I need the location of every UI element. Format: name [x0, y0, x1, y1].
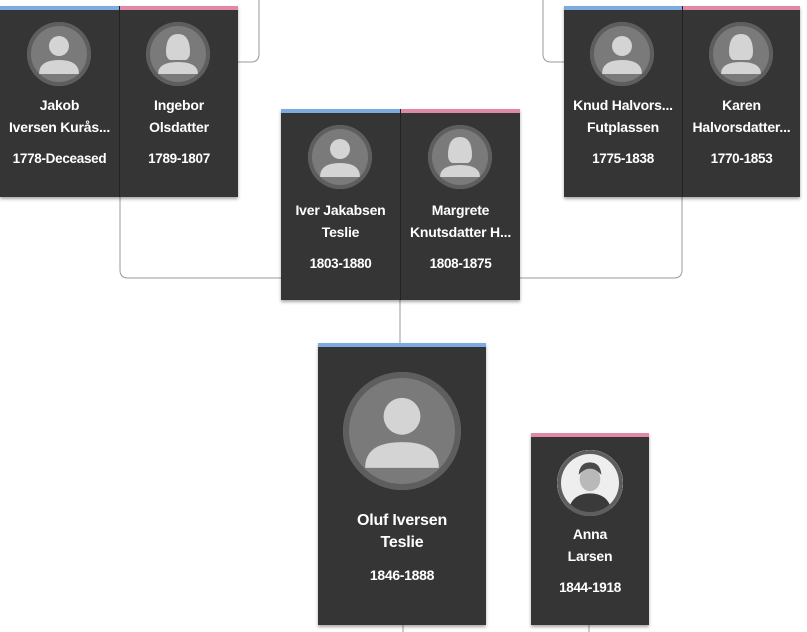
name-line-2: Knutsdatter H...: [409, 224, 512, 240]
name-line-2: Olsdatter: [149, 119, 209, 135]
person-card-karen[interactable]: Karen Halvorsdatter... 1770-1853: [683, 6, 800, 197]
person-card-iver[interactable]: Iver Jakabsen Teslie 1803-1880: [281, 109, 400, 300]
person-name: Oluf Iversen Teslie: [320, 510, 484, 554]
name-line-2: Teslie: [380, 534, 424, 551]
person-name: Karen Halvorsdatter...: [685, 94, 798, 138]
male-silhouette-icon: [27, 22, 91, 86]
life-years: 1808-1875: [429, 256, 492, 271]
name-line-2: Larsen: [567, 548, 613, 564]
name-line-2: Halvorsdatter...: [692, 119, 791, 135]
name-line-1: Knud Halvors...: [573, 97, 673, 113]
card-divider: [400, 109, 401, 300]
life-years: 1778-Deceased: [12, 151, 107, 166]
couple-card-knud-karen: Knud Halvors... Futplassen 1775-1838 Kar…: [564, 6, 800, 197]
life-years: 1775-1838: [592, 151, 654, 166]
life-years: 1844-1918: [559, 580, 621, 595]
life-years: 1846-1888: [369, 567, 435, 583]
person-name: Ingebor Olsdatter: [122, 94, 236, 138]
name-line-1: Iver Jakabsen: [295, 202, 386, 218]
card-divider: [119, 6, 120, 197]
male-silhouette-icon: [590, 22, 654, 86]
couple-card-iver-margrete: Iver Jakabsen Teslie 1803-1880 Margrete …: [281, 109, 520, 300]
person-card-anna[interactable]: Anna Larsen 1844-1918: [531, 433, 649, 625]
female-silhouette-icon: [428, 125, 492, 189]
male-silhouette-icon: [343, 372, 461, 490]
person-card-jakob[interactable]: Jakob Iversen Kurås... 1778-Deceased: [0, 6, 119, 197]
female-silhouette-icon: [709, 22, 773, 86]
name-line-1: Jakob: [39, 97, 80, 113]
name-line-2: Futplassen: [587, 119, 659, 135]
name-line-2: Iversen Kurås...: [8, 119, 111, 135]
name-line-1: Oluf Iversen: [356, 512, 448, 529]
female-silhouette-icon: [146, 22, 210, 86]
person-card-ingebor[interactable]: Ingebor Olsdatter 1789-1807: [120, 6, 238, 197]
male-silhouette-icon: [308, 125, 372, 189]
couple-card-jakob-ingebor: Jakob Iversen Kurås... 1778-Deceased Ing…: [0, 6, 238, 197]
person-name: Anna Larsen: [533, 523, 647, 567]
person-card-knud[interactable]: Knud Halvors... Futplassen 1775-1838: [564, 6, 682, 197]
life-years: 1803-1880: [309, 256, 372, 271]
person-name: Iver Jakabsen Teslie: [283, 199, 398, 243]
portrait-photo: [557, 450, 623, 516]
person-card-oluf[interactable]: Oluf Iversen Teslie 1846-1888: [318, 343, 486, 625]
name-line-1: Margrete: [431, 202, 490, 218]
name-line-1: Karen: [722, 97, 761, 113]
person-name: Jakob Iversen Kurås...: [2, 94, 117, 138]
name-line-1: Ingebor: [154, 97, 204, 113]
card-divider: [682, 6, 683, 197]
life-years: 1770-1853: [710, 151, 773, 166]
name-line-1: Anna: [572, 526, 608, 542]
person-name: Margrete Knutsdatter H...: [403, 199, 518, 243]
name-line-2: Teslie: [321, 224, 360, 240]
person-name: Knud Halvors... Futplassen: [566, 94, 680, 138]
life-years: 1789-1807: [148, 151, 210, 166]
person-card-margrete[interactable]: Margrete Knutsdatter H... 1808-1875: [401, 109, 520, 300]
